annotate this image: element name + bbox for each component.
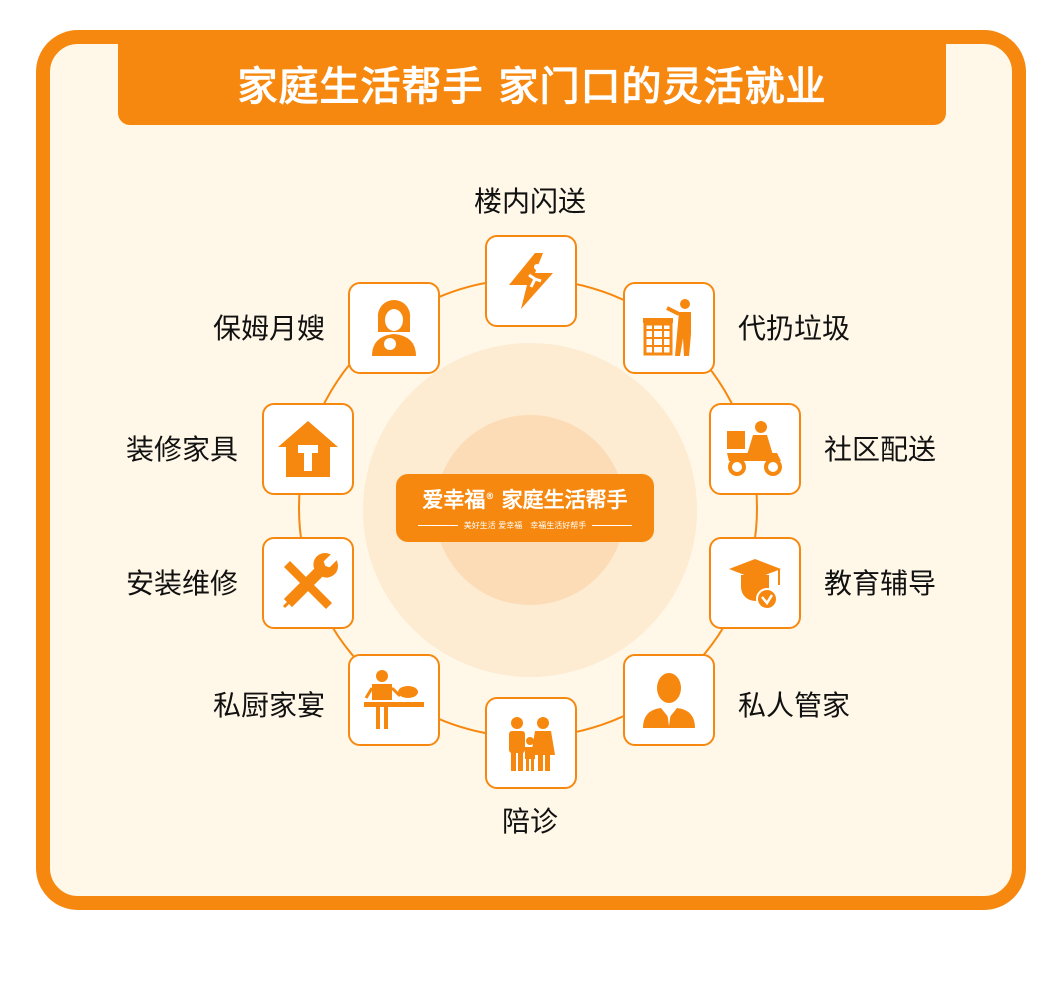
service-label: 装修家具 [125, 433, 238, 466]
delivery-scooter-icon [727, 421, 782, 476]
brand-logo: 爱幸福® 家庭生活帮手 美好生活 爱幸福 幸福生活好帮手 [396, 474, 654, 542]
service-label: 保姆月嫂 [212, 312, 325, 345]
service-label: 安装维修 [125, 567, 238, 600]
nanny-icon [372, 299, 416, 356]
service-label: 楼内闪送 [473, 185, 587, 218]
service-node[interactable] [262, 403, 354, 495]
family-icon [509, 717, 555, 771]
tools-icon [282, 553, 338, 609]
service-label: 私人管家 [738, 689, 851, 722]
running-lightning-icon [509, 253, 553, 309]
brand-slogan: 美好生活 爱幸福 幸福生活好帮手 [463, 521, 587, 530]
service-node[interactable] [348, 654, 440, 746]
service-node[interactable] [485, 235, 577, 327]
service-node[interactable] [709, 537, 801, 629]
chef-icon [364, 670, 424, 729]
registered-mark: ® [485, 492, 495, 502]
trash-disposal-icon [643, 299, 691, 356]
service-label: 教育辅导 [824, 567, 937, 600]
page-title: 家庭生活帮手 家门口的灵活就业 [118, 40, 946, 125]
service-node[interactable] [623, 654, 715, 746]
house-hammer-icon [278, 421, 338, 477]
service-label: 社区配送 [824, 433, 937, 466]
service-label: 陪诊 [501, 805, 559, 838]
service-label: 代扔垃圾 [738, 312, 851, 345]
service-label: 私厨家宴 [212, 689, 325, 722]
brand-product: 家庭生活帮手 [501, 488, 628, 512]
service-node[interactable] [262, 537, 354, 629]
service-node[interactable] [485, 697, 577, 789]
service-node[interactable] [709, 403, 801, 495]
graduate-icon [729, 559, 781, 610]
brand-name: 爱幸福 [422, 488, 486, 512]
butler-icon [643, 673, 695, 728]
service-node[interactable] [348, 282, 440, 374]
service-node[interactable] [623, 282, 715, 374]
